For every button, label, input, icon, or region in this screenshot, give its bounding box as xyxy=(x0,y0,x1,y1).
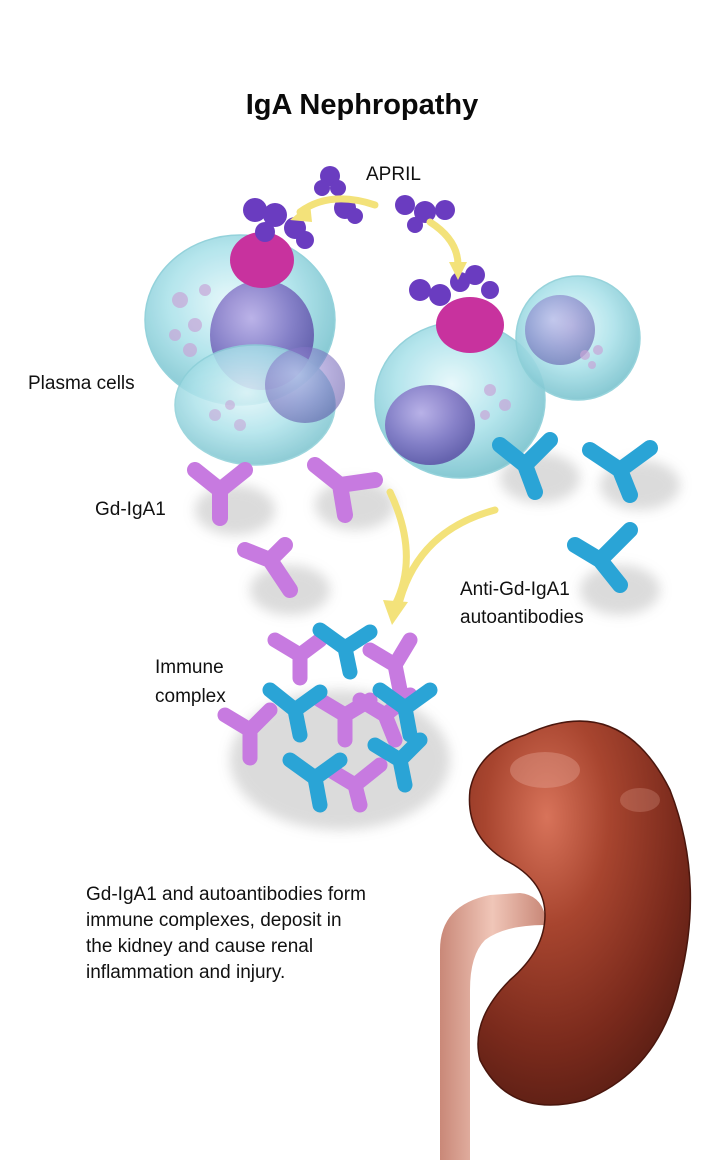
description-line: the kidney and cause renal xyxy=(86,936,314,957)
arrow-head xyxy=(290,203,312,222)
description-line: Gd-IgA1 and autoantibodies form xyxy=(86,884,366,905)
april-protein xyxy=(243,198,314,249)
gd-iga1-antibody xyxy=(187,462,253,526)
kidney-body xyxy=(468,720,692,1106)
kidney xyxy=(440,720,692,1160)
immune-complex xyxy=(217,622,438,813)
description: Gd-IgA1 and autoantibodies form immune c… xyxy=(86,882,466,986)
april-label: APRIL xyxy=(366,164,421,185)
plasma-cells-label: Plasma cells xyxy=(28,373,135,394)
anti-gd-iga1-label-line1: Anti-Gd-IgA1 xyxy=(460,579,570,600)
autoantibody xyxy=(567,522,638,593)
page-title: IgA Nephropathy xyxy=(245,89,479,121)
autoantibody-group xyxy=(492,432,658,593)
receptor-group xyxy=(230,232,504,353)
arrow-to-right-cell xyxy=(426,218,462,269)
gd-iga1-group xyxy=(187,457,383,598)
gd-iga1-antibody xyxy=(237,537,298,598)
plasma-cell xyxy=(515,275,641,401)
gd-iga1-label: Gd-IgA1 xyxy=(95,499,166,520)
april-protein xyxy=(314,166,346,196)
arrow-head xyxy=(449,262,467,280)
autoantibody xyxy=(492,432,558,500)
ureter xyxy=(440,893,545,1160)
description-line: immune complexes, deposit in xyxy=(86,910,342,931)
arrow-group xyxy=(290,195,499,625)
april-protein-group xyxy=(243,166,499,306)
plasma-cells-group xyxy=(144,234,641,479)
anti-gd-iga1-label-line2: autoantibodies xyxy=(460,607,584,628)
autoantibody xyxy=(582,440,658,503)
april-protein xyxy=(409,265,499,306)
immune-complex-label-line2: complex xyxy=(155,686,226,707)
receptor xyxy=(436,297,504,353)
plasma-cell xyxy=(174,344,345,466)
gd-iga1-antibody xyxy=(307,457,383,523)
receptor xyxy=(230,232,294,288)
arrow-head xyxy=(383,600,408,625)
immune-complex-label-line1: Immune xyxy=(155,657,224,678)
arrow-to-immune-complex xyxy=(396,506,499,604)
description-line: inflammation and injury. xyxy=(86,962,286,983)
april-protein xyxy=(395,195,455,233)
